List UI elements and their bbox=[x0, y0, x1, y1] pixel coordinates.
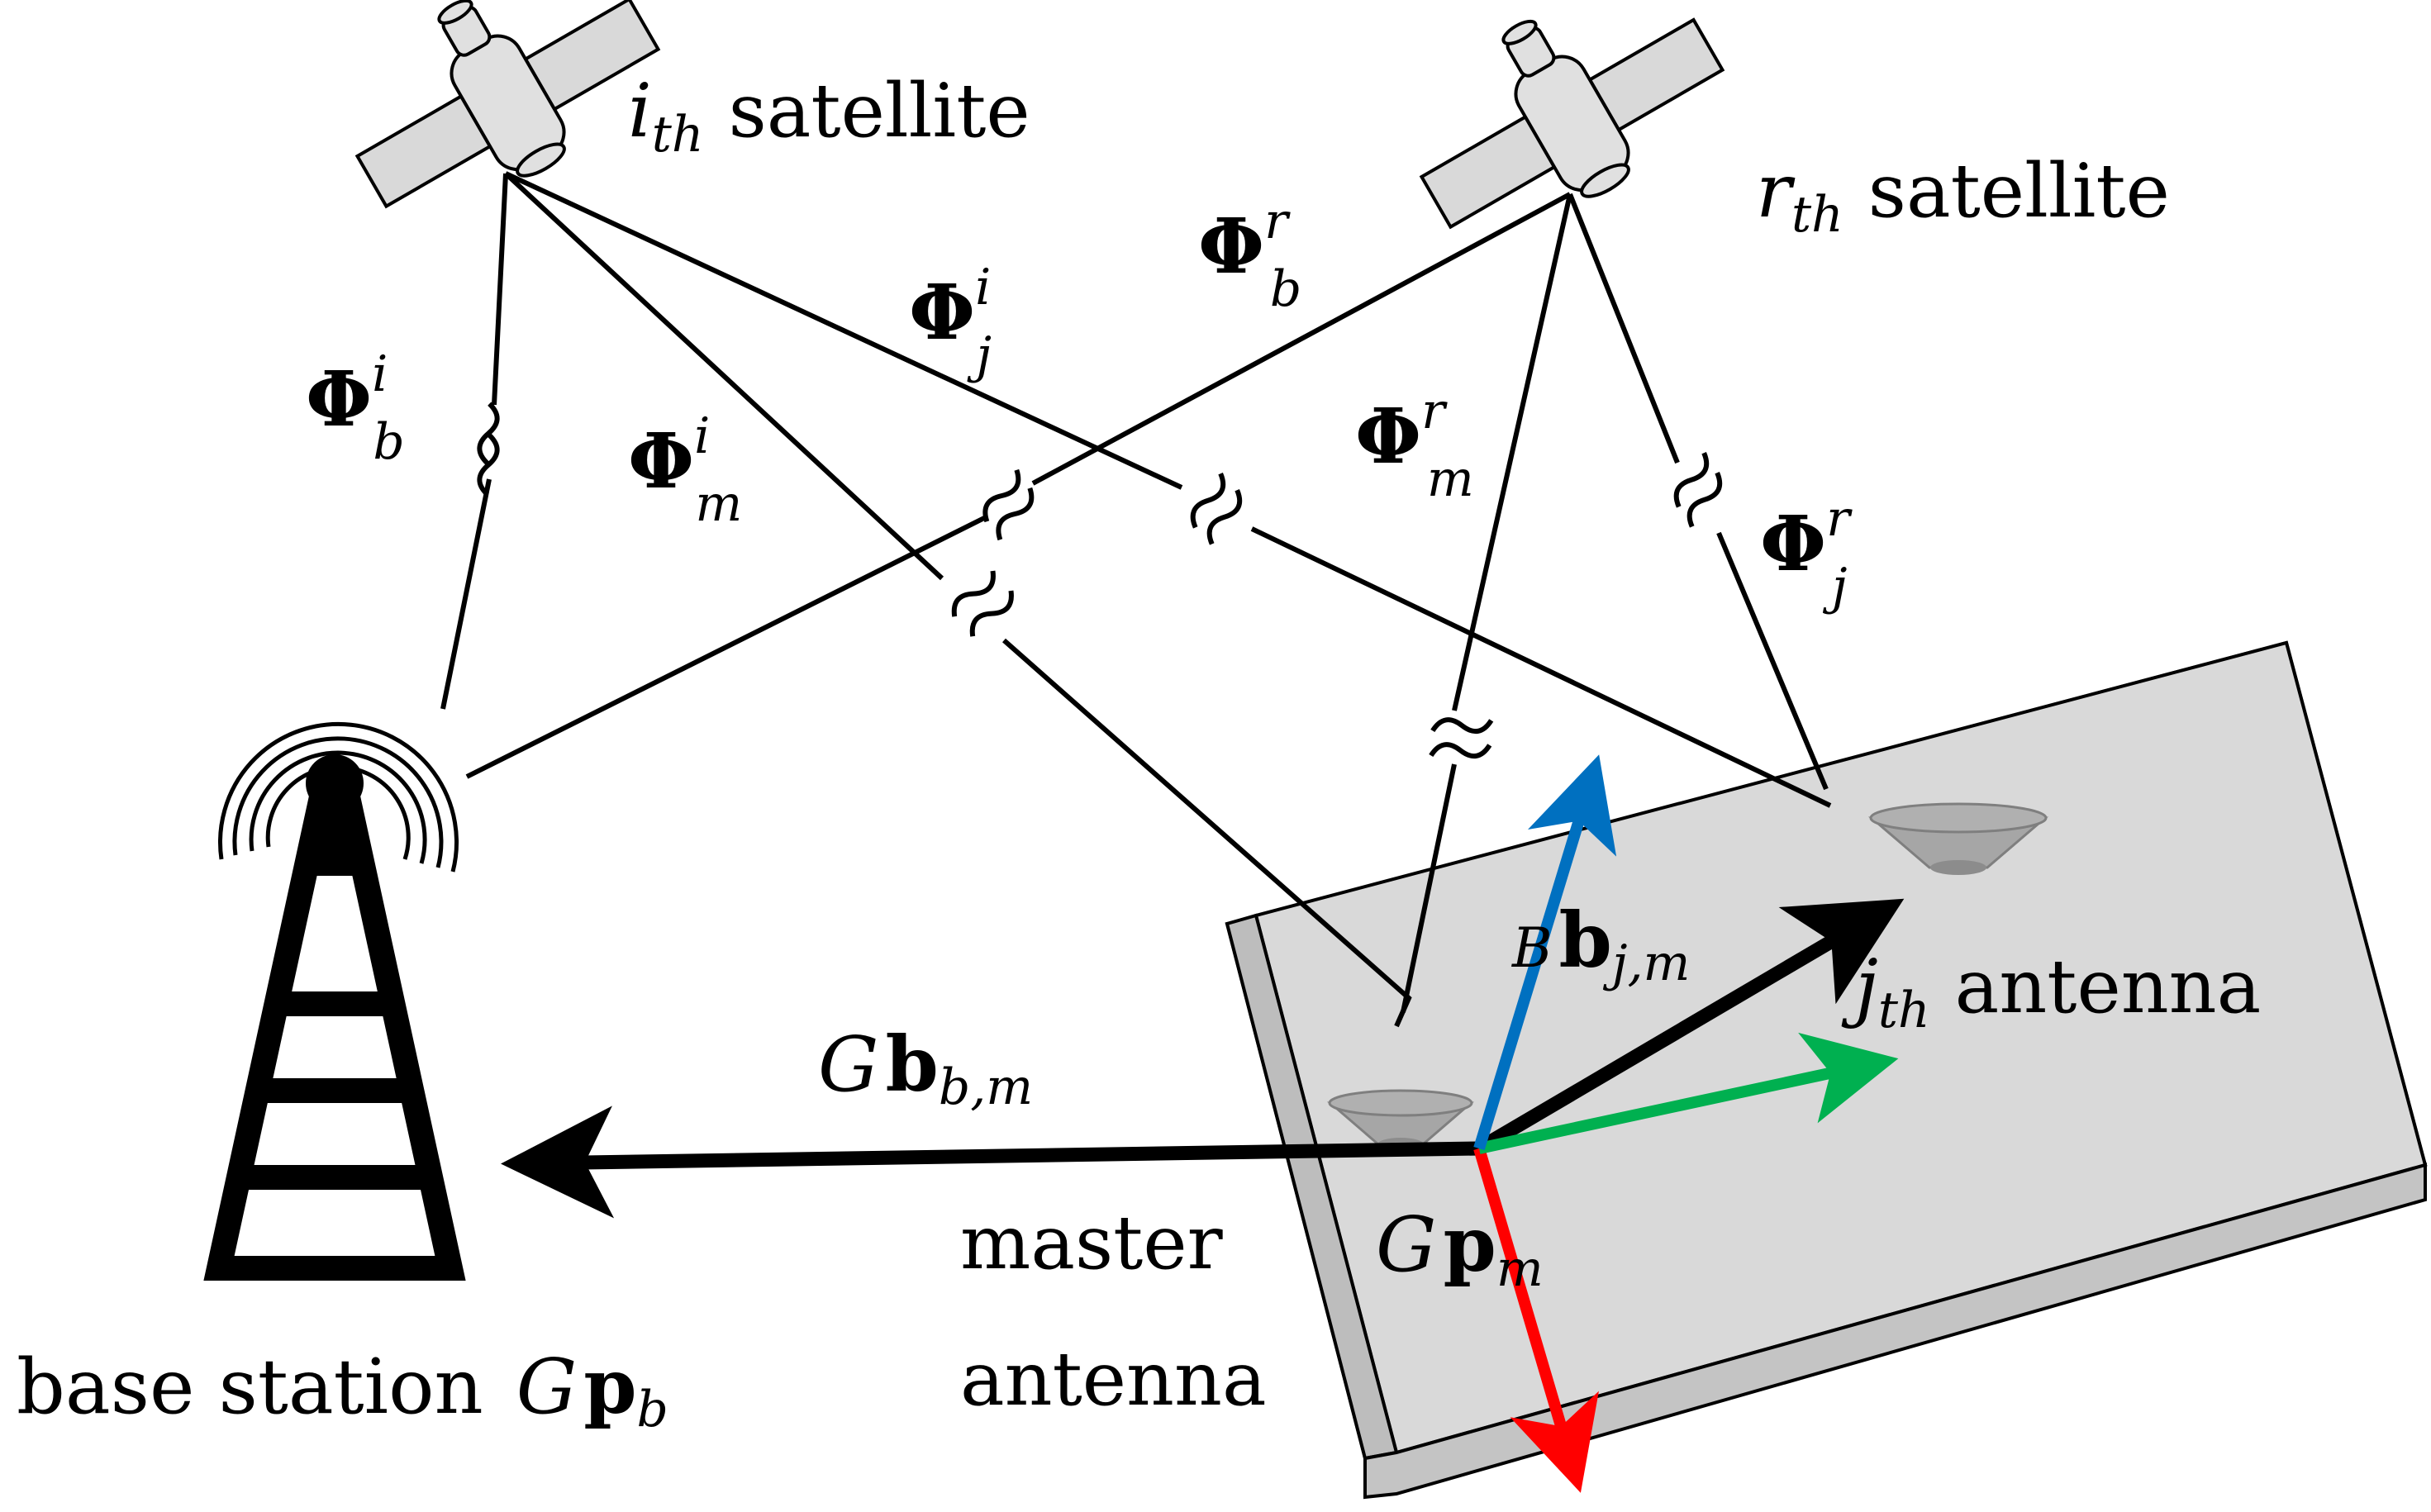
break-marks bbox=[477, 402, 1723, 759]
signal-lines bbox=[440, 171, 1832, 1028]
signal-i-to-master bbox=[503, 171, 1412, 1028]
break-mark bbox=[951, 570, 996, 617]
baseline-jm-label: Bbj,m bbox=[1511, 896, 1690, 992]
baseline-bm-label: Gbb,m bbox=[818, 1020, 1033, 1116]
break-mark bbox=[1429, 742, 1492, 759]
base-station-tower-icon bbox=[203, 721, 466, 1281]
vectors bbox=[501, 754, 1905, 1493]
break-mark bbox=[969, 590, 1014, 637]
baseline-bm-arrow bbox=[501, 1105, 1480, 1219]
break-mark bbox=[1430, 717, 1494, 735]
break-mark bbox=[1190, 472, 1226, 529]
break-mark bbox=[477, 433, 500, 497]
master-antenna-label-line1: master bbox=[960, 1200, 1224, 1286]
master-position-label: Gpm bbox=[1376, 1200, 1544, 1298]
signal-i-to-base bbox=[440, 173, 508, 710]
break-mark bbox=[1686, 471, 1723, 528]
master-antenna-label-line2: antenna bbox=[960, 1336, 1267, 1423]
satellite-icon bbox=[354, 0, 661, 209]
axis-x-arrow bbox=[1473, 1147, 1599, 1493]
axis-z-arrow bbox=[1473, 754, 1617, 1151]
satellite-icon bbox=[1419, 17, 1725, 230]
signal-r-to-base bbox=[465, 192, 1572, 779]
axis-y-arrow bbox=[1477, 1032, 1899, 1154]
signal-i-to-jth bbox=[504, 171, 1832, 808]
break-mark bbox=[996, 487, 1035, 541]
antenna-icon bbox=[1867, 802, 2049, 875]
signal-r-to-master bbox=[1401, 193, 1572, 1013]
break-mark bbox=[982, 468, 1021, 523]
break-mark bbox=[1206, 488, 1243, 545]
break-mark bbox=[477, 402, 500, 465]
break-mark bbox=[1673, 451, 1710, 508]
baseline-jm-arrow bbox=[1475, 898, 1905, 1155]
signal-r-to-jth bbox=[1568, 193, 1829, 791]
